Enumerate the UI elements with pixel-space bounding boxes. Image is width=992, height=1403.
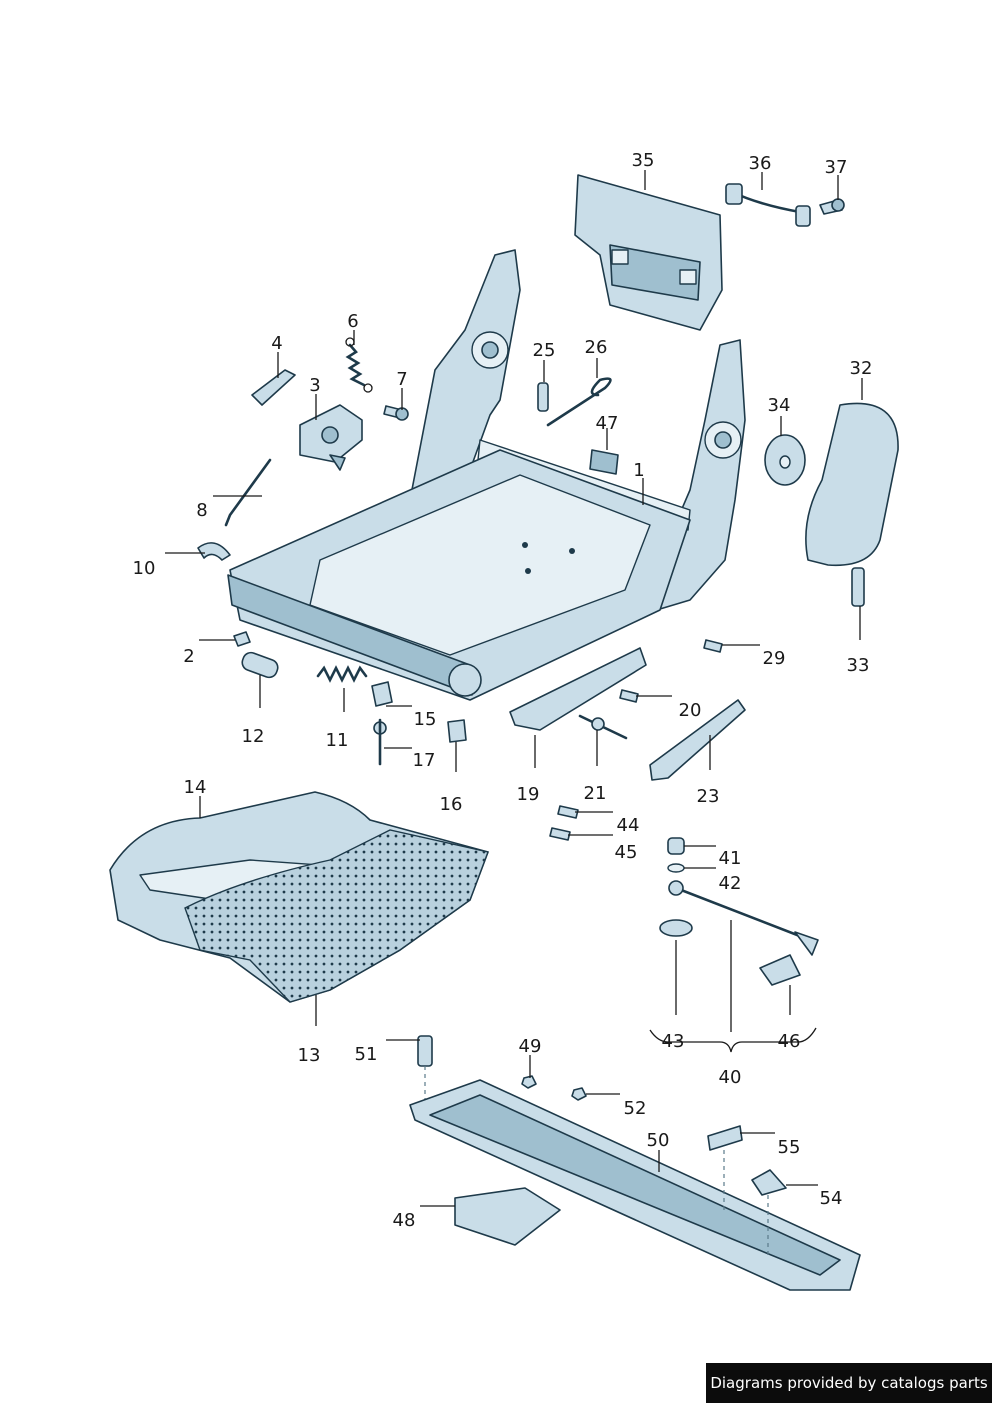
part-12-damper xyxy=(241,651,279,679)
callout-47: 47 xyxy=(596,413,619,434)
part-7-screw xyxy=(383,405,409,421)
callout-48: 48 xyxy=(393,1210,416,1231)
callout-15: 15 xyxy=(414,709,437,730)
callout-54: 54 xyxy=(820,1188,843,1209)
callout-40: 40 xyxy=(719,1067,742,1088)
attribution-footer: Diagrams provided by catalogs parts xyxy=(706,1363,992,1403)
part-36-strap xyxy=(725,183,811,227)
callout-21: 21 xyxy=(584,783,607,804)
part-10-clip xyxy=(197,542,231,561)
callout-55: 55 xyxy=(778,1137,801,1158)
part-11-spring xyxy=(316,665,368,683)
part-16-cap xyxy=(447,719,467,743)
part-49-52-nuts xyxy=(521,1075,587,1101)
callout-1: 1 xyxy=(633,460,644,481)
callout-7: 7 xyxy=(396,369,407,390)
callout-8: 8 xyxy=(196,500,207,521)
part-23-trim xyxy=(649,699,746,781)
part-35-backrest-tray xyxy=(574,174,723,331)
part-8-rod xyxy=(224,458,272,527)
callout-23: 23 xyxy=(697,786,720,807)
part-34-disc xyxy=(764,434,806,486)
part-47-label xyxy=(589,449,619,475)
callout-51: 51 xyxy=(355,1044,378,1065)
callout-labels: 35 36 37 1 4 6 7 3 8 10 2 12 11 15 17 16… xyxy=(133,150,873,1231)
callout-41: 41 xyxy=(719,848,742,869)
callout-52: 52 xyxy=(624,1098,647,1119)
callout-12: 12 xyxy=(242,726,265,747)
callout-14: 14 xyxy=(184,777,207,798)
part-32-side-cover xyxy=(805,402,899,567)
callout-20: 20 xyxy=(679,700,702,721)
part-26-cable xyxy=(546,377,612,427)
part-37-screw xyxy=(819,198,845,215)
part-29-screw xyxy=(703,639,723,653)
part-40-strut-assembly xyxy=(659,837,819,986)
part-44-45-screws xyxy=(549,805,579,841)
part-55-54-guides xyxy=(707,1125,787,1255)
callout-33: 33 xyxy=(847,655,870,676)
part-33-bolt xyxy=(851,567,865,607)
callout-43: 43 xyxy=(662,1031,685,1052)
callout-6: 6 xyxy=(347,311,358,332)
part-2-cap xyxy=(233,631,251,647)
callout-10: 10 xyxy=(133,558,156,579)
part-3-latch xyxy=(299,404,363,471)
part-51-bolt xyxy=(417,1035,433,1100)
callout-44: 44 xyxy=(617,815,640,836)
callout-3: 3 xyxy=(309,375,320,396)
callout-50: 50 xyxy=(647,1130,670,1151)
part-50-mounting-rail xyxy=(409,1079,861,1291)
callout-2: 2 xyxy=(183,646,194,667)
leader-lines xyxy=(165,170,863,1207)
callout-26: 26 xyxy=(585,337,608,358)
part-25-pin xyxy=(537,382,549,412)
part-17-rivet xyxy=(373,718,387,766)
part-20-screw xyxy=(619,689,639,703)
callout-36: 36 xyxy=(749,153,772,174)
callout-11: 11 xyxy=(326,730,349,751)
callout-49: 49 xyxy=(519,1036,542,1057)
part-4-bracket xyxy=(251,369,296,406)
part-19-trim xyxy=(509,647,647,731)
callout-46: 46 xyxy=(778,1031,801,1052)
callout-13: 13 xyxy=(298,1045,321,1066)
callout-16: 16 xyxy=(440,794,463,815)
callout-34: 34 xyxy=(768,395,791,416)
callout-37: 37 xyxy=(825,157,848,178)
part-14-13-seat-cushion xyxy=(109,791,489,1003)
part-15-clip xyxy=(371,681,393,707)
callout-29: 29 xyxy=(763,648,786,669)
callout-32: 32 xyxy=(850,358,873,379)
callout-45: 45 xyxy=(615,842,638,863)
callout-35: 35 xyxy=(632,150,655,171)
callout-19: 19 xyxy=(517,784,540,805)
part-21-pin xyxy=(578,714,628,740)
part-6-spring xyxy=(345,337,373,393)
part-48-cover xyxy=(454,1187,561,1246)
callout-42: 42 xyxy=(719,873,742,894)
callout-17: 17 xyxy=(413,750,436,771)
callout-4: 4 xyxy=(271,333,282,354)
callout-25: 25 xyxy=(533,340,556,361)
part-1-seat-frame xyxy=(227,249,746,701)
